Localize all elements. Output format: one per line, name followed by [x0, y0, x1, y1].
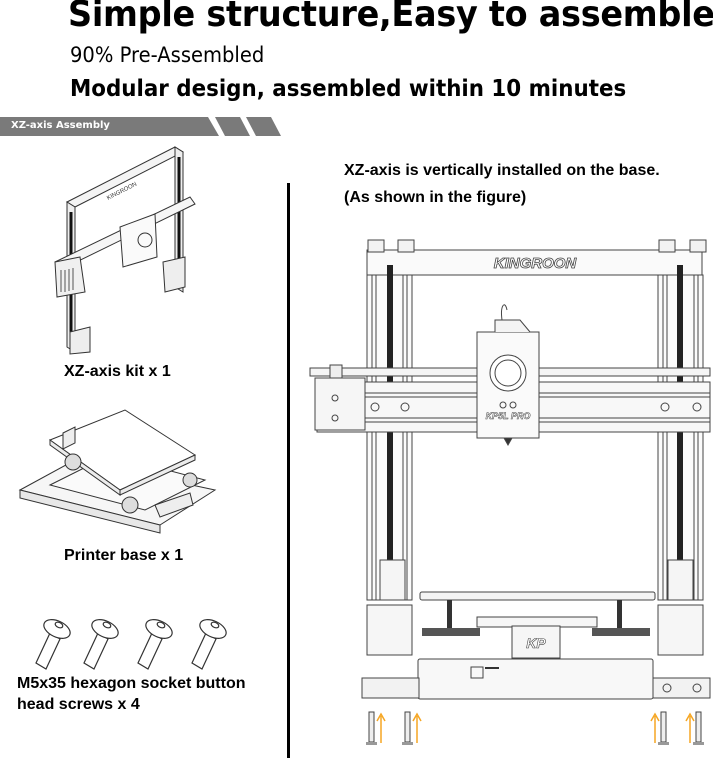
screw-icon [366, 711, 377, 745]
screw-icon [35, 619, 71, 670]
screws-caption-line2: head screws x 4 [17, 696, 140, 713]
screws-image [35, 619, 227, 670]
xz-axis-kit-caption: XZ-axis kit x 1 [64, 363, 171, 380]
section-banner-label: XZ-axis Assembly [11, 120, 110, 131]
screw-icon [137, 619, 173, 670]
screw-icon [191, 619, 227, 670]
screw-icon [83, 619, 119, 670]
svg-text:KINGROON: KINGROON [494, 255, 578, 272]
column-divider [287, 183, 290, 758]
assembled-printer-figure: KINGROON KP5L PRO KP [309, 239, 711, 745]
instruction-line-2: (As shown in the figure) [344, 189, 527, 206]
instruction-line-1: XZ-axis is vertically installed on the b… [344, 162, 660, 179]
svg-text:KP: KP [526, 635, 546, 651]
screw-icon [402, 711, 413, 745]
screw-icon [693, 711, 704, 745]
svg-text:KP5L PRO: KP5L PRO [486, 411, 531, 421]
subtitle: 90% Pre-Assembled [70, 43, 265, 67]
headline: Simple structure,Easy to assemble [68, 0, 713, 35]
screws-caption-line1: M5x35 hexagon socket button [17, 675, 246, 692]
arrow-up-icon [376, 712, 695, 743]
screw-icon [658, 711, 669, 745]
section-banner [0, 117, 281, 136]
tagline: Modular design, assembled within 10 minu… [70, 76, 627, 102]
printer-base-image [18, 409, 217, 534]
xz-axis-kit-image: KINGROON [54, 146, 196, 355]
printer-base-caption: Printer base x 1 [64, 547, 184, 564]
